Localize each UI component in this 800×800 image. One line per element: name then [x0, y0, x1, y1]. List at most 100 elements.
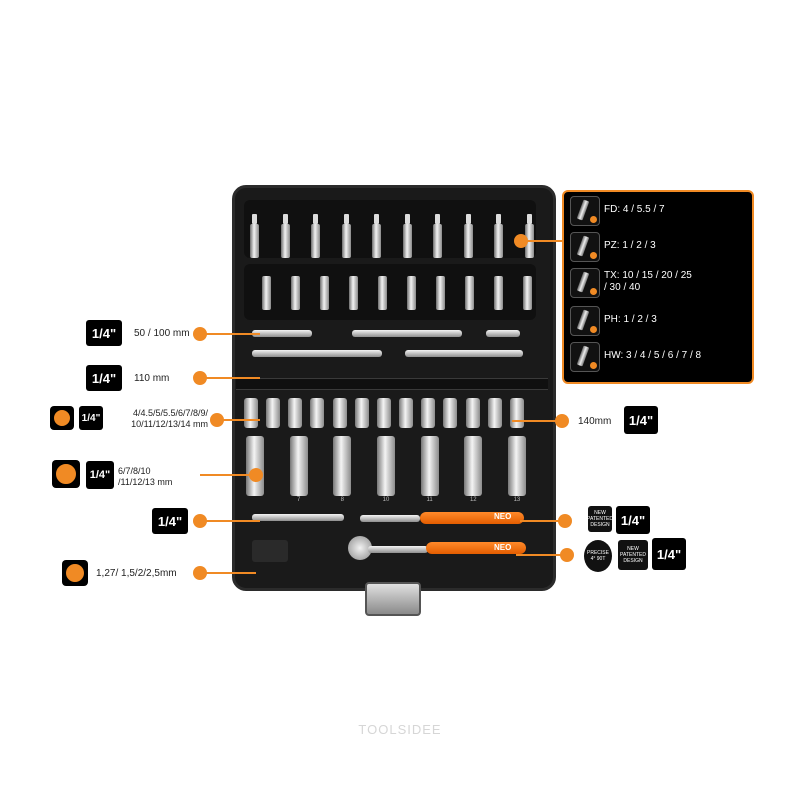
- hex-key-icon: [62, 560, 88, 586]
- screwdriver-bit: [494, 214, 504, 260]
- bit-tray-upper: [244, 200, 536, 258]
- bar-size-chip: 1/4": [86, 365, 122, 391]
- short-socket: [310, 398, 325, 432]
- leader-dot: [193, 371, 207, 385]
- ratchet-brand: NEO: [494, 543, 512, 552]
- legend-row-hw: HW: 3 / 4 / 5 / 6 / 7 / 8: [570, 342, 746, 372]
- leader-line: [200, 377, 260, 379]
- ratchet-shaft: [368, 546, 428, 553]
- short-socket: [332, 398, 347, 432]
- leader-dot: [193, 514, 207, 528]
- screwdriver-bit: [436, 276, 445, 322]
- screwdriver-bit: [465, 276, 474, 322]
- screwdriver-bit: [291, 276, 300, 322]
- extension-100mm: [352, 330, 462, 337]
- socket-size-number: 8: [340, 497, 344, 503]
- deep-socket-size-chip: 1/4": [86, 461, 114, 489]
- leader-dot: [558, 514, 572, 528]
- leader-line: [200, 520, 260, 522]
- short-sockets-row: [244, 398, 524, 432]
- legend-row-pz: PZ: 1 / 2 / 3: [570, 232, 746, 262]
- hex-key-sizes-label: 1,27/ 1,5/2/2,5mm: [96, 568, 177, 579]
- bit-row-1: [250, 214, 534, 260]
- t-bar-adapter: [252, 514, 344, 521]
- screwdriver-handle: [420, 512, 524, 524]
- patented-design-badge: NEW PATENTED DESIGN: [587, 506, 613, 532]
- leader-dot: [193, 327, 207, 341]
- pozi-bit-icon: [570, 232, 600, 262]
- socket-size-number: 12: [469, 497, 477, 503]
- patented-design-badge-2: NEW PATENTED DESIGN: [618, 540, 648, 570]
- socket-size-number: 10: [382, 497, 390, 503]
- screwdriver-bit: [349, 276, 358, 322]
- leader-line: [200, 572, 256, 574]
- legend-row-ph: PH: 1 / 2 / 3: [570, 306, 746, 336]
- leader-dot: [193, 566, 207, 580]
- short-socket: [421, 398, 436, 432]
- leader-dot: [210, 413, 224, 427]
- screwdriver-size-chip: 1/4": [616, 506, 650, 534]
- socket-size-number: 11: [426, 497, 433, 503]
- extension-50mm: [252, 330, 312, 337]
- short-socket-size-chip: 1/4": [79, 406, 103, 430]
- leader-line: [520, 240, 564, 242]
- short-socket-sizes-label: 4/4.5/5/5.5/6/7/8/9/ 10/11/12/13/14 mm: [131, 408, 208, 429]
- short-socket: [487, 398, 502, 432]
- short-socket: [443, 398, 458, 432]
- legend-row-tx: TX: 10 / 15 / 20 / 25 / 30 / 40: [570, 268, 746, 298]
- screwdriver-brand: NEO: [494, 512, 512, 521]
- extension-140mm: [486, 330, 520, 337]
- screwdriver-shaft: [360, 515, 420, 522]
- screwdriver-bit: [262, 276, 271, 322]
- socket-size-number: 13: [513, 497, 521, 503]
- sliding-t-bar: [252, 350, 382, 357]
- precise-90t-badge: PRECISE 4° 90T: [584, 540, 612, 572]
- screwdriver-bit: [494, 276, 503, 322]
- screwdriver-bit: [341, 214, 351, 260]
- bit-legend-panel: FD: 4 / 5.5 / 7 PZ: 1 / 2 / 3 TX: 10 / 1…: [562, 190, 754, 384]
- extension-length-label: 50 / 100 mm: [134, 328, 190, 339]
- legend-text: TX: 10 / 15 / 20 / 25 / 30 / 40: [604, 270, 692, 293]
- leader-line: [520, 520, 566, 522]
- screwdriver-bit: [320, 276, 329, 322]
- deep-socket: 11: [420, 436, 439, 503]
- short-socket: [354, 398, 369, 432]
- deep-socket-sizes-label: 6/7/8/10 /11/12/13 mm: [118, 466, 173, 487]
- deep-socket: 8: [333, 436, 352, 503]
- hex-key-holder: [252, 540, 288, 562]
- screwdriver-bit: [463, 214, 473, 260]
- legend-text: FD: 4 / 5.5 / 7: [604, 204, 665, 215]
- ratchet-handle: [426, 542, 526, 554]
- bar-length-label: 110 mm: [134, 373, 170, 384]
- hex-bit-icon: [570, 342, 600, 372]
- bit-row-2: [262, 276, 532, 322]
- short-socket: [288, 398, 303, 432]
- leader-dot: [560, 548, 574, 562]
- leader-dot: [249, 468, 263, 482]
- short-socket: [399, 398, 414, 432]
- leader-line: [512, 420, 568, 422]
- screwdriver-bit: [378, 276, 387, 322]
- screwdriver-bit: [523, 276, 532, 322]
- leader-dot: [514, 234, 528, 248]
- short-socket: [465, 398, 480, 432]
- legend-text: PZ: 1 / 2 / 3: [604, 240, 656, 251]
- leader-line: [200, 474, 254, 476]
- long-extension-size-chip: 1/4": [624, 406, 658, 434]
- deep-socket: 12: [464, 436, 483, 503]
- short-socket-icon: [50, 406, 74, 430]
- leader-dot: [555, 414, 569, 428]
- legend-row-fd: FD: 4 / 5.5 / 7: [570, 196, 746, 226]
- screwdriver-bit: [311, 214, 321, 260]
- phillips-bit-icon: [570, 306, 600, 336]
- legend-text: HW: 3 / 4 / 5 / 6 / 7 / 8: [604, 350, 702, 361]
- screwdriver-bit: [250, 214, 259, 260]
- short-socket: [266, 398, 281, 432]
- leader-line: [200, 333, 260, 335]
- screwdriver-bit: [280, 214, 290, 260]
- long-extension-length-label: 140mm: [578, 416, 612, 427]
- flat-bit-icon: [570, 196, 600, 226]
- leader-line: [216, 419, 260, 421]
- short-socket: [509, 398, 524, 432]
